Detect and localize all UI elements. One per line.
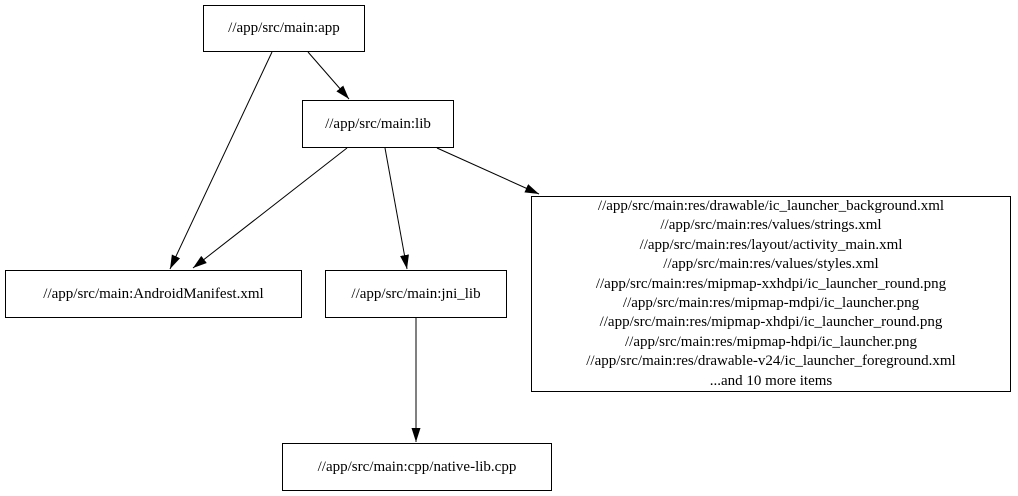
resource-line: //app/src/main:res/drawable-v24/ic_launc… [586,353,956,370]
edge-app-to-lib [307,51,350,100]
resource-line: //app/src/main:res/mipmap-xhdpi/ic_launc… [599,314,943,331]
edge-lib-to-resources [436,147,540,195]
graph-node-jni-lib: //app/src/main:jni_lib [325,270,507,318]
graph-node-native-lib-cpp: //app/src/main:cpp/native-lib.cpp [282,443,552,491]
edge-lib-to-jni-lib [384,147,409,270]
resource-line: //app/src/main:res/drawable/ic_launcher_… [597,197,945,214]
graph-node-android-manifest: //app/src/main:AndroidManifest.xml [5,270,302,318]
resource-line: //app/src/main:res/values/styles.xml [663,256,879,273]
resource-line: //app/src/main:res/layout/activity_main.… [639,236,903,253]
node-android-manifest-label: //app/src/main:AndroidManifest.xml [43,285,264,302]
node-lib-label: //app/src/main:lib [325,115,431,132]
graph-node-lib: //app/src/main:lib [302,100,454,148]
resource-line: //app/src/main:res/mipmap-hdpi/ic_launch… [624,333,917,350]
resource-line: ...and 10 more items [709,372,833,389]
graph-node-app: //app/src/main:app [203,5,365,52]
graph-node-resources: //app/src/main:res/drawable/ic_launcher_… [531,196,1011,392]
edge-lib-to-android-manifest [192,147,348,269]
resource-line: //app/src/main:res/values/strings.xml [660,217,882,234]
node-app-label: //app/src/main:app [228,20,340,36]
node-jni-lib-label: //app/src/main:jni_lib [351,285,481,302]
edge-app-to-android-manifest [169,51,273,270]
node-native-lib-cpp-label: //app/src/main:cpp/native-lib.cpp [317,458,517,475]
resource-line: //app/src/main:res/mipmap-mdpi/ic_launch… [622,295,920,311]
resource-line: //app/src/main:res/mipmap-xxhdpi/ic_laun… [595,275,947,292]
